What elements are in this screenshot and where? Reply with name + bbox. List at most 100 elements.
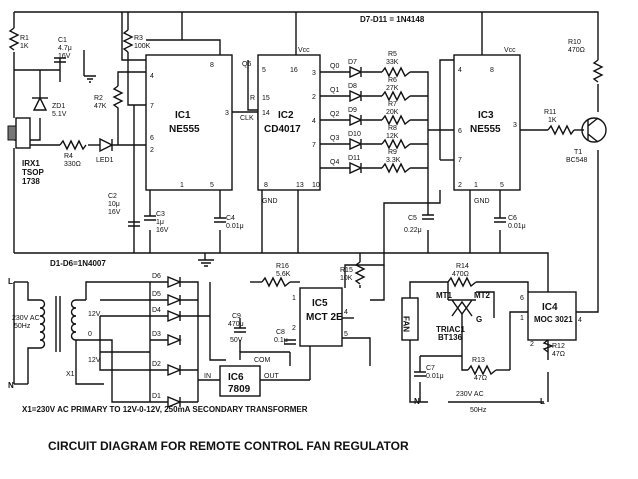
r4-name: R4	[64, 153, 73, 160]
diode-symbol	[349, 65, 363, 79]
irx1-type: TSOP	[22, 168, 44, 177]
r4-value: 330Ω	[64, 161, 81, 168]
diode-symbol	[349, 89, 363, 103]
c9-name: C9	[232, 313, 241, 320]
ic2-part: CD4017	[264, 124, 301, 135]
ic2-pin: 16	[290, 67, 298, 74]
ic6-in-label: IN	[204, 373, 211, 380]
r14-name: R14	[456, 263, 469, 270]
ic4-pin: 2	[530, 341, 534, 348]
mains-bottom-voltage: 230V AC	[456, 391, 484, 398]
r7-name: R7	[388, 101, 397, 108]
ic5-pin: 5	[344, 331, 348, 338]
triac-name: TRIAC1	[436, 325, 465, 334]
ic2-vcc: Vcc	[298, 47, 310, 54]
c2-name: C2	[108, 193, 117, 200]
ic6-name: IC6	[228, 372, 244, 383]
triac-mt2: MT2	[474, 291, 491, 300]
r1-value: 1K	[20, 43, 29, 50]
ic5-pin: 4	[344, 309, 348, 316]
ic2-pin: 3	[312, 70, 316, 77]
ic4-part-line: MOC 3021	[534, 315, 573, 324]
q-output-label: Q3	[330, 135, 339, 142]
ic5-pin: 1	[292, 295, 296, 302]
triac-mt1: MT1	[436, 291, 453, 300]
ic2-box: IC2 CD4017 Vcc 5 16 3 2 4 7 15 10 14 8 1…	[240, 47, 321, 205]
diode-label: D10	[348, 131, 361, 138]
ic3-box: IC3 NE555 Vcc 4 8 6 7 2 1 5 3 GND	[453, 47, 521, 205]
c4-name: C4	[226, 215, 235, 222]
c8-value: 0.1μ	[274, 337, 288, 344]
ic1-pin: 7	[150, 103, 154, 110]
ic2-name: IC2	[278, 110, 294, 121]
diode-label: D7	[348, 59, 357, 66]
diode-label: D9	[348, 107, 357, 114]
ic1-pin: 1	[180, 182, 184, 189]
r12-value: 47Ω	[552, 351, 565, 358]
ic3-pin: 3	[513, 122, 517, 129]
diode-label: D4	[152, 307, 161, 314]
ic3-name: IC3	[478, 110, 494, 121]
r10-name: R10	[568, 39, 581, 46]
diode-symbol	[150, 309, 182, 323]
ic3-pin: 7	[458, 157, 462, 164]
r3-name: R3	[134, 35, 143, 42]
c1-voltage: 16V	[58, 53, 71, 60]
r13-name: R13	[472, 357, 485, 364]
r13-value: 47Ω	[474, 375, 487, 382]
r6-value: 27K	[386, 85, 399, 92]
led1-label: LED1	[96, 157, 114, 164]
ic3-pin: 5	[500, 182, 504, 189]
ic4-box: IC4 MOC 3021 1 2 6 4	[520, 291, 582, 348]
r9-name: R9	[388, 149, 397, 156]
resistor-symbols	[8, 27, 604, 376]
r11-name: R11	[544, 109, 556, 116]
r6-name: R6	[388, 77, 397, 84]
c8-name: C8	[276, 329, 285, 336]
c3-name: C3	[156, 211, 165, 218]
ic6-com-label: COM	[254, 357, 271, 364]
r1-name: R1	[20, 35, 29, 42]
r10-value: 470Ω	[568, 47, 585, 54]
r2-name: R2	[94, 95, 103, 102]
wiring	[13, 11, 599, 403]
ic3-pin: 2	[458, 182, 462, 189]
ic2-pin: 10	[312, 182, 320, 189]
diode-label: D1	[152, 393, 161, 400]
r15-name: R15	[340, 267, 353, 274]
led1-symbol	[99, 137, 114, 153]
ic2-clk: CLK	[240, 115, 254, 122]
c9-voltage: 50V	[230, 337, 243, 344]
capacitor-symbols	[54, 57, 506, 377]
terminal-n-bottom: N	[414, 397, 420, 406]
diode-symbol	[150, 333, 182, 347]
t1-part: BC548	[566, 157, 588, 164]
c5-name: C5	[408, 215, 417, 222]
r8-name: R8	[388, 125, 397, 132]
terminal-l-bottom: L	[540, 397, 545, 406]
c2-value: 10μ	[108, 201, 120, 208]
r8-value: 12K	[386, 133, 399, 140]
r7-value: 20K	[386, 109, 399, 116]
diode-symbol	[150, 395, 182, 409]
ic6-box: IC6 7809 IN COM OUT	[204, 357, 280, 397]
diode-symbol	[150, 363, 182, 377]
r12-name: R12	[552, 343, 565, 350]
q-output-label: Q4	[330, 159, 339, 166]
ground-symbols	[84, 75, 214, 267]
r5-name: R5	[388, 51, 397, 58]
diode-label: D3	[152, 331, 161, 338]
fan-label: FAN	[402, 316, 411, 332]
labels: D7-D11 = 1N4148 D1-D6=1N4007 X1=230V AC …	[8, 15, 588, 414]
ic5-name: IC5	[312, 298, 328, 309]
triac-gate: G	[476, 315, 482, 324]
c4-value: 0.01μ	[226, 223, 244, 230]
ic1-pin: 6	[150, 135, 154, 142]
ic3-pin: 8	[490, 67, 494, 74]
zener-diode-zd1	[32, 96, 48, 111]
triac-part: BT136	[438, 333, 463, 342]
c1-value: 4.7μ	[58, 45, 72, 52]
ic2-pin: 5	[262, 67, 266, 74]
